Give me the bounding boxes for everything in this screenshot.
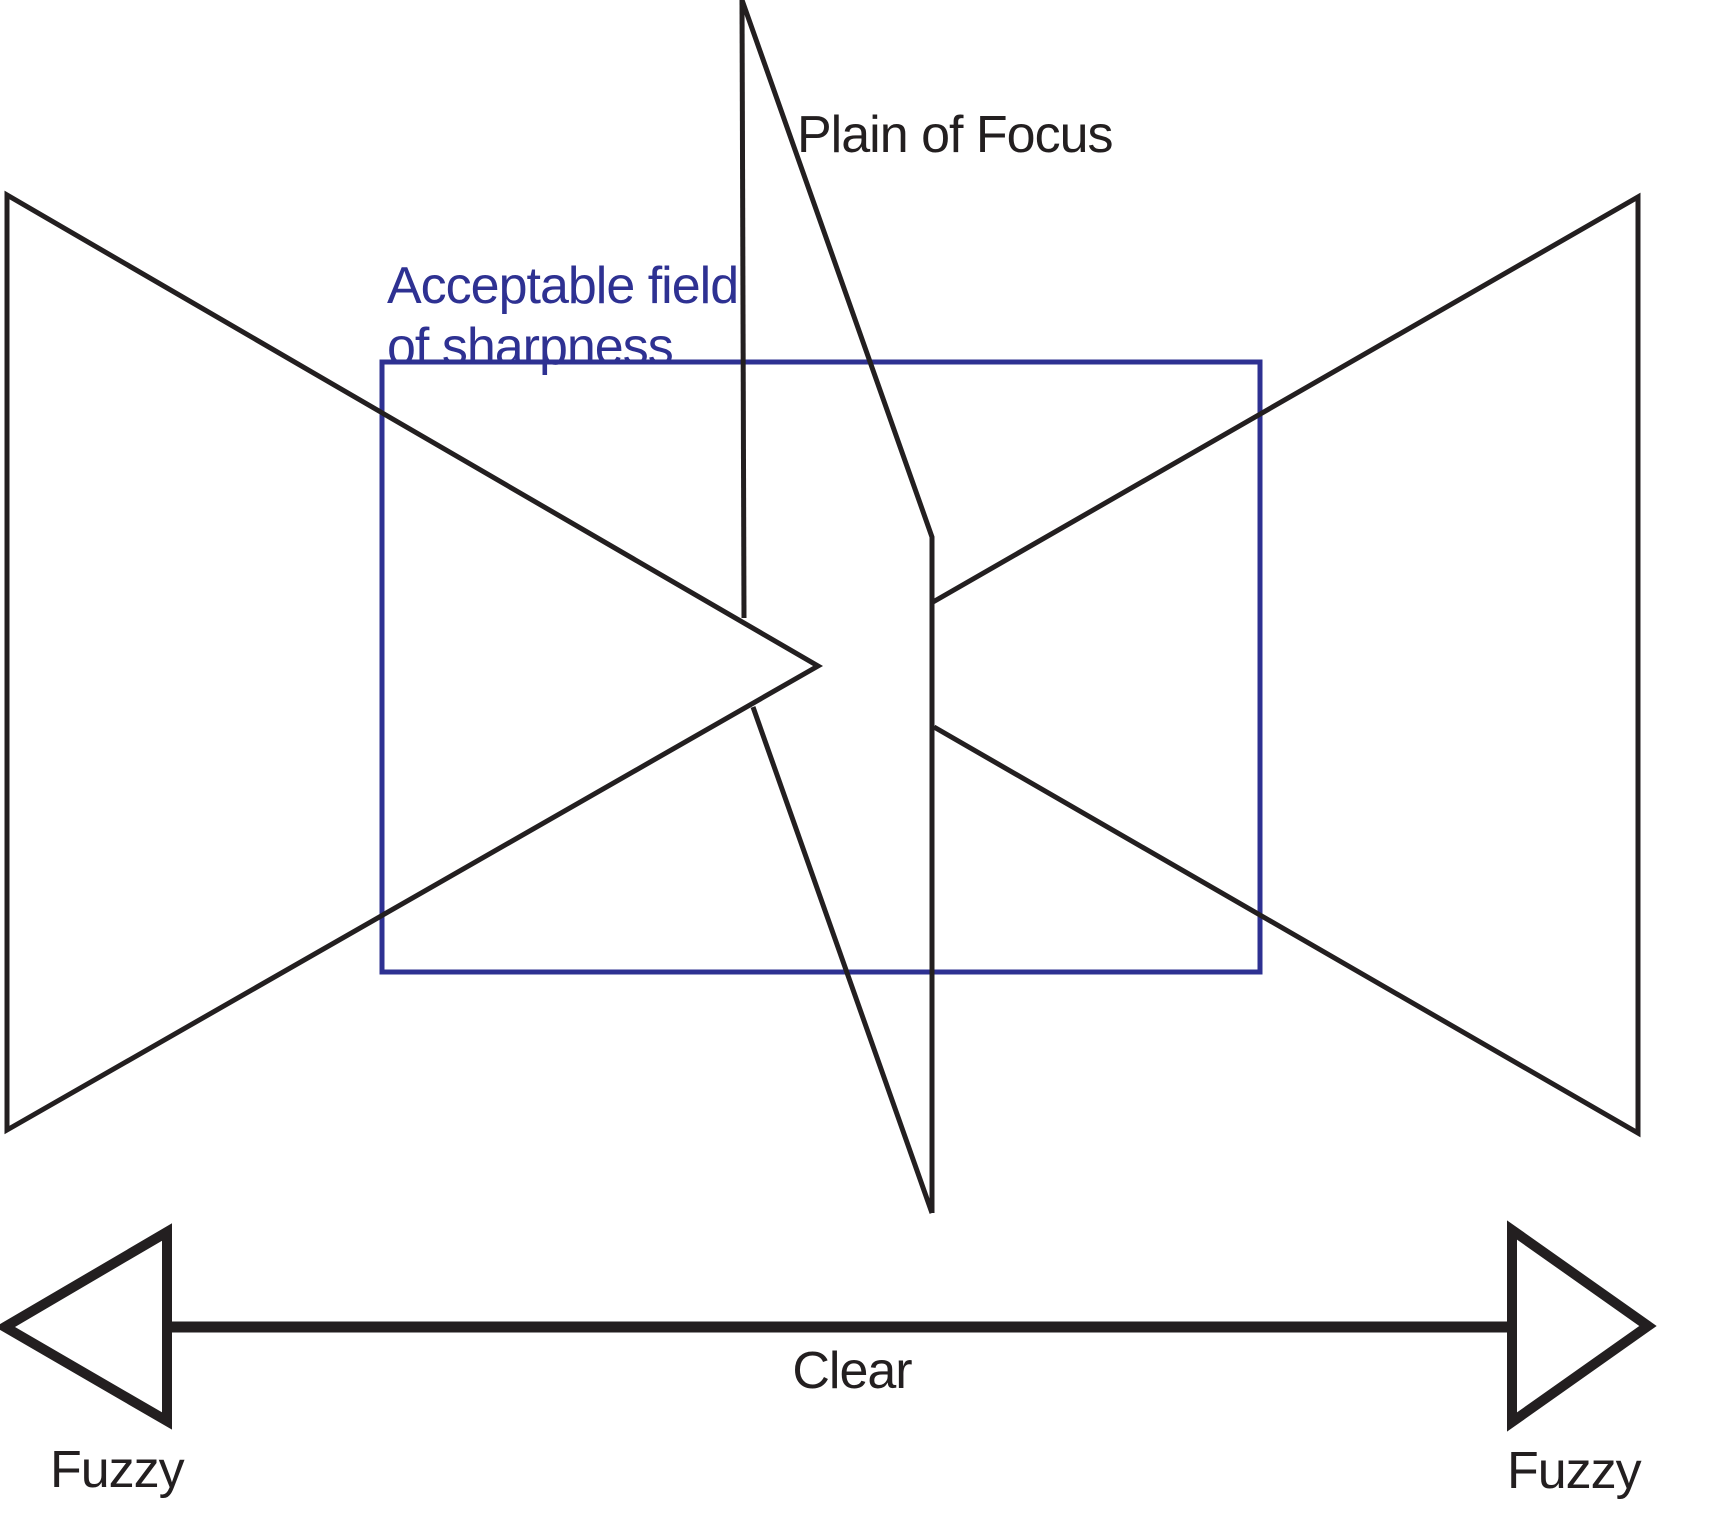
plane-of-focus-bottom-left-edge [750, 706, 935, 1214]
clear-range-arrow [0, 1220, 1657, 1432]
left-focus-cone [4, 190, 824, 1135]
plane-of-focus-left-edge [739, 0, 747, 619]
black-labels-group: Plain of Focus Clear Fuzzy Fuzzy [50, 106, 1643, 1500]
acceptable-field-label-line2: of sharpness [387, 318, 673, 376]
acceptable-field-label: Acceptable field of sharpness [387, 257, 739, 376]
acceptable-field-rect [379, 359, 1263, 975]
acceptable-field-label-line1: Acceptable field [387, 257, 738, 315]
fuzzy-left-label: Fuzzy [50, 1441, 185, 1499]
plane-of-focus-top-right-edge [739, 0, 935, 1213]
plane-of-focus-label: Plain of Focus [797, 106, 1113, 164]
arrowhead-left-icon [0, 1223, 172, 1430]
right-focus-cone [931, 192, 1641, 1138]
arrowhead-right-icon [1507, 1220, 1657, 1432]
fuzzy-right-label: Fuzzy [1507, 1442, 1642, 1500]
focus-lines-group [4, 0, 1641, 1214]
clear-label: Clear [792, 1342, 912, 1400]
